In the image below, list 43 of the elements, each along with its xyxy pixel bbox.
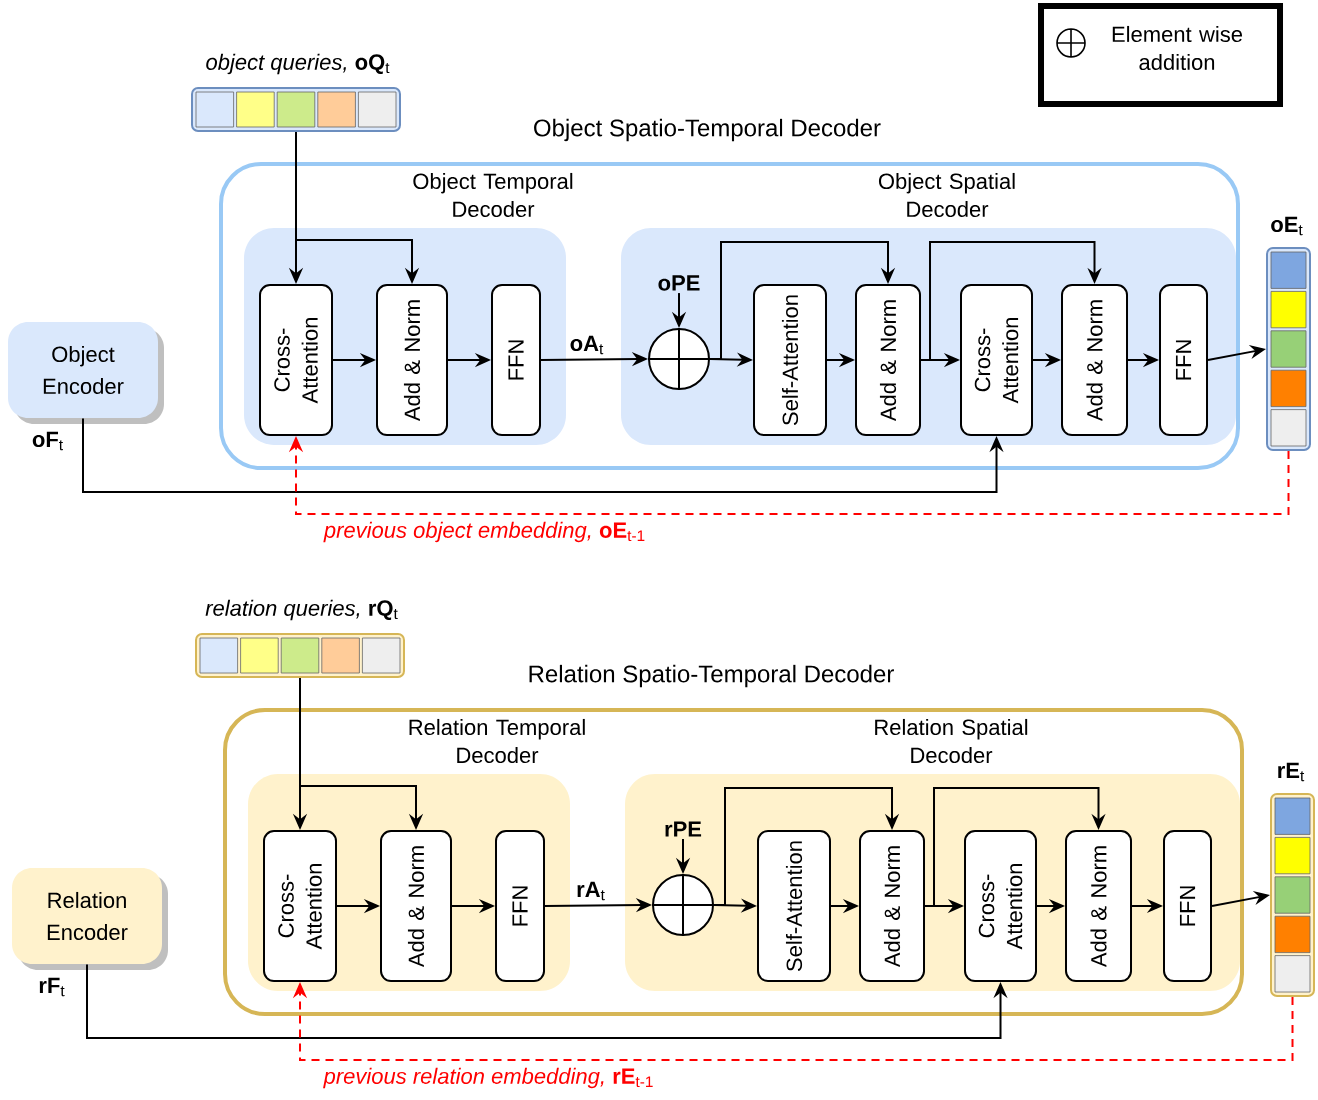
process-box: Add & Norm — [380, 830, 452, 982]
edge-label: rA$_{t}$ — [577, 881, 605, 901]
process-box: FFN — [1163, 830, 1212, 982]
process-box: Self-Attention — [753, 284, 827, 436]
frame-title: Relation Spatio-Temporal Decoder — [529, 664, 894, 688]
process-box: FFN — [1159, 284, 1208, 436]
arrow — [713, 787, 900, 906]
arrow — [920, 241, 1102, 361]
frame-title: Object Spatio-Temporal Decoder — [534, 118, 881, 142]
vector-label: oE$_{t}$ — [1271, 216, 1303, 236]
arrow — [924, 787, 1106, 907]
panel-title: Object Spatial Decoder — [878, 172, 1015, 218]
process-box: FFN — [491, 284, 541, 436]
encoder-box: Relation Encoder — [12, 868, 168, 970]
process-box: Cross- Attention — [263, 830, 337, 982]
legend-text: Element wise addition — [1112, 25, 1243, 71]
input-label: oPE — [658, 275, 700, 291]
edge-label: rF$_{t}$ — [39, 977, 65, 997]
addition-symbol — [651, 873, 715, 937]
panel-title: Relation Spatial Decoder — [875, 718, 1028, 764]
process-box: Add & Norm — [855, 284, 921, 436]
addition-symbol — [647, 327, 711, 391]
process-box: Add & Norm — [1065, 830, 1132, 982]
arrow — [709, 241, 896, 360]
panel-title: Relation Temporal Decoder — [409, 718, 585, 764]
vector-label: relation queries, rQ$_{t}$ — [205, 599, 398, 621]
vector-label: object queries, oQ$_{t}$ — [206, 53, 390, 75]
encoder-box: Object Encoder — [8, 322, 164, 424]
edge-label: previous relation embedding, rE$_{t-1}$ — [323, 1067, 653, 1089]
edge-label: oF$_{t}$ — [32, 431, 63, 451]
process-box: Self-Attention — [757, 830, 831, 982]
process-box: Add & Norm — [859, 830, 925, 982]
process-box: Cross- Attention — [259, 284, 333, 436]
edge-label: oA$_{t}$ — [570, 335, 604, 355]
vector-label: rE$_{t}$ — [1278, 762, 1305, 782]
panel-title: Object Temporal Decoder — [413, 172, 573, 218]
process-box: Add & Norm — [1061, 284, 1128, 436]
input-label: rPE — [665, 821, 702, 837]
process-box: FFN — [495, 830, 545, 982]
edge-label: previous object embedding, oE$_{t-1}$ — [323, 521, 645, 543]
process-box: Add & Norm — [376, 284, 448, 436]
process-box: Cross- Attention — [964, 830, 1037, 982]
process-box: Cross- Attention — [960, 284, 1033, 436]
